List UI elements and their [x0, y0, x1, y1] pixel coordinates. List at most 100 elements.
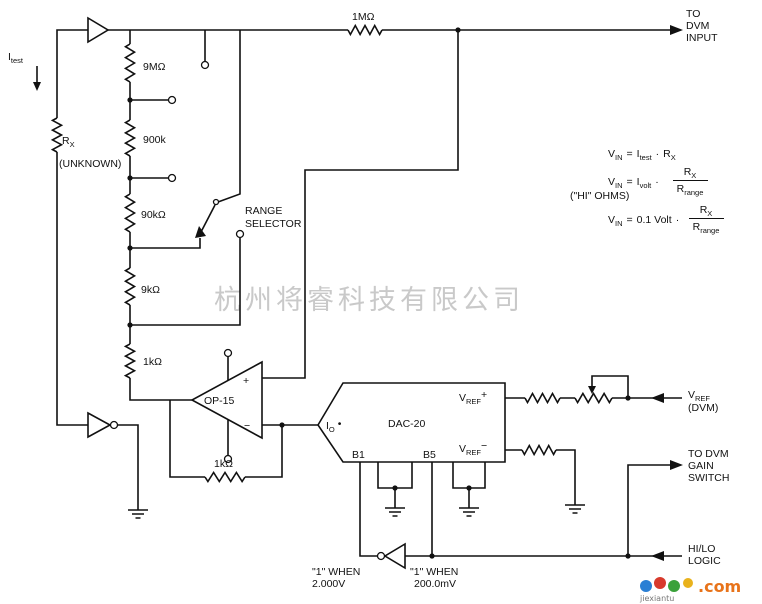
label-selector: SELECTOR: [245, 218, 302, 230]
label-b5: B5: [423, 449, 436, 461]
eq3-numerator: RX: [700, 204, 713, 218]
wire-vref-minus: [505, 449, 576, 505]
arrow-vref-in: [651, 393, 664, 403]
label-vref-plus: VREF+: [459, 389, 487, 406]
switch-contact-5: [235, 229, 245, 239]
label-dac: DAC-20: [388, 418, 426, 430]
equation-2: VIN=Ivolt·: [608, 176, 659, 190]
label-to-dvm-input-1: TO: [686, 8, 700, 20]
eq-num-sub: X: [691, 171, 696, 180]
switch-contact-2: [167, 95, 177, 105]
eq-dot: ·: [656, 148, 660, 160]
eq-op: =: [627, 148, 633, 160]
label-rx-sub: X: [70, 140, 75, 149]
label-vref-dvm-line2: (DVM): [688, 402, 718, 414]
label-vref-minus-sub: REF: [466, 448, 481, 457]
logo-pinyin: jiexiantu: [639, 594, 674, 603]
eq-factor: R: [663, 148, 671, 160]
lower-buffer-bubble: [109, 420, 119, 430]
resistor-vref-minus: [521, 443, 557, 457]
label-90k: 90kΩ: [141, 209, 166, 221]
label-to-dvm-input-3: INPUT: [686, 32, 718, 44]
resistor-90k: [123, 193, 137, 233]
eq-op: =: [627, 214, 633, 226]
resistors: [50, 23, 613, 483]
junction: [127, 97, 133, 103]
label-itest-sub: test: [11, 56, 24, 65]
label-gain-switch-3: SWITCH: [688, 472, 729, 484]
eq-den-sub: range: [684, 188, 703, 197]
label-vref-minus-sign: −: [481, 440, 487, 452]
junction: [127, 245, 133, 251]
eq-lhs-sub: IN: [615, 219, 623, 228]
eq-num: R: [684, 166, 692, 178]
resistor-900k: [123, 119, 137, 157]
label-vref-dvm: VREF: [688, 389, 710, 403]
junction: [429, 553, 435, 559]
eq-num-sub: X: [707, 209, 712, 218]
wire-range-taps: [130, 30, 241, 326]
label-hilo-1: HI/LO: [688, 543, 715, 555]
label-itest: Itest: [8, 51, 24, 65]
arrow-to-gain-switch: [670, 460, 683, 470]
label-1k-feedback: 1kΩ: [214, 458, 233, 470]
logo-blob-green: [668, 580, 680, 592]
eq-den: R: [677, 183, 685, 195]
ground-bit-1: [385, 507, 405, 517]
junction: [279, 422, 285, 428]
watermark-text: 杭州将睿科技有限公司: [214, 285, 524, 316]
eq-lhs: V: [608, 176, 615, 188]
eq-lhs: V: [608, 148, 615, 160]
label-vref-dvm-sub: REF: [695, 394, 710, 403]
resistor-vref-plus: [524, 391, 561, 405]
eq-term-sub: volt: [640, 181, 653, 190]
label-rx-main: R: [62, 135, 70, 147]
label-vref-plus-sub: REF: [466, 397, 481, 406]
resistor-vref-pot: [574, 391, 613, 405]
eq-term: I: [637, 176, 640, 188]
resistor-1meg: [347, 23, 383, 37]
wire-opamp-feedback: [169, 400, 283, 478]
switch-contact-3: [167, 173, 177, 183]
label-vref-plus-main: V: [459, 392, 466, 404]
eq-lhs: V: [608, 214, 615, 226]
eq-dot: ·: [676, 214, 680, 226]
label-gain-switch-2: GAIN: [688, 460, 714, 472]
resistor-1k-feedback: [204, 471, 246, 483]
arrow-to-dvm-input: [670, 25, 683, 35]
label-hilo-2: LOGIC: [688, 555, 721, 567]
eq-num: R: [700, 204, 708, 216]
wire-lower-buffer-out: [118, 424, 139, 510]
logo-blob-blue: [640, 580, 652, 592]
eq-factor-sub: X: [671, 153, 676, 162]
label-1meg: 1MΩ: [352, 11, 375, 23]
label-opamp: OP-15: [204, 395, 235, 407]
label-dac-io-sub: O: [329, 425, 335, 434]
ground-symbols: [128, 504, 585, 519]
wire-unknown-loop: [56, 29, 88, 426]
resistor-1k-ladder: [123, 343, 137, 379]
label-b1: B1: [352, 449, 365, 461]
label-opamp-plus: +: [243, 375, 249, 387]
label-900k: 900k: [143, 134, 167, 146]
label-when-2v-1: "1" WHEN: [312, 566, 360, 578]
label-vref-minus: VREF−: [459, 440, 487, 457]
eq-dot: ·: [655, 176, 659, 188]
label-gain-switch-1: TO DVM: [688, 448, 729, 460]
eq2-numerator: RX: [684, 166, 697, 180]
arrow-hilo-in: [651, 551, 664, 561]
range-switch: [167, 60, 245, 239]
ground-bit-2: [459, 507, 479, 517]
junction: [466, 485, 472, 491]
eq-term: 0.1 Volt: [637, 214, 672, 226]
junction: [392, 485, 398, 491]
eq-term-sub: test: [640, 153, 653, 162]
resistor-9k: [123, 267, 137, 306]
dac20-body: [317, 382, 506, 463]
equation-2-note: ("HI" OHMS): [570, 190, 629, 202]
label-itest-main: I: [8, 51, 11, 63]
junction: [625, 395, 631, 401]
wire-opamp-inputs: [262, 30, 459, 426]
ground-left: [128, 509, 148, 519]
